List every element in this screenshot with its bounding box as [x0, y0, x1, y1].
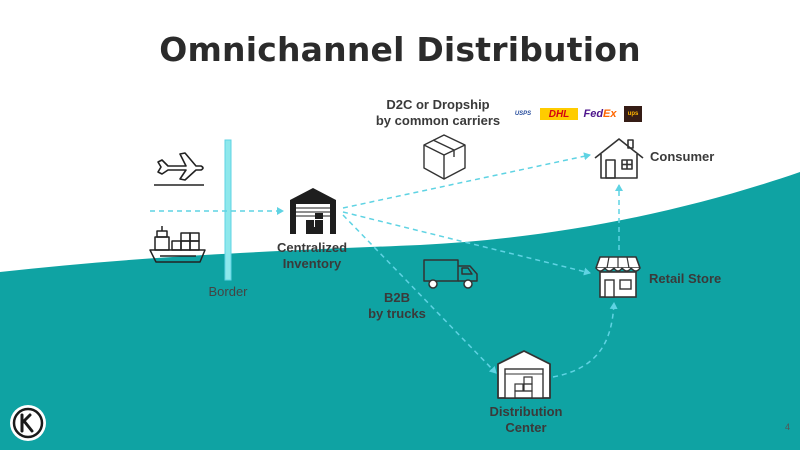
teal-wave-background	[0, 172, 800, 450]
box-icon	[423, 134, 466, 180]
slide-title: Omnichannel Distribution	[159, 30, 641, 69]
logo-icon	[10, 405, 46, 441]
fedex-fed-text: Fed	[583, 108, 604, 120]
store-icon	[595, 256, 641, 298]
truck-icon	[423, 259, 478, 289]
arrow-inventory-to-retail	[342, 211, 591, 276]
distribution-warehouse-icon	[497, 350, 551, 399]
ups-logo-icon: ups	[624, 106, 642, 122]
distribution-center-line1: Distribution	[489, 404, 563, 419]
retail-store-label: Retail Store	[649, 271, 722, 286]
d2c-line2: by common carriers	[375, 113, 501, 128]
arrow-distribution-to-retail	[552, 302, 618, 378]
b2b-label: B2B by trucks	[352, 290, 442, 322]
b2b-line1: B2B	[383, 290, 410, 305]
centralized-inventory-line2: Inventory	[282, 256, 342, 271]
distribution-center-label: Distribution Center	[476, 404, 576, 436]
ups-text: ups	[627, 111, 639, 117]
centralized-inventory-line1: Centralized	[276, 240, 348, 255]
airplane-icon	[154, 152, 204, 186]
distribution-center-line2: Center	[505, 420, 547, 435]
page-number: 4	[784, 422, 790, 432]
border-bar	[224, 139, 232, 281]
arrow-inventory-to-consumer	[342, 152, 591, 209]
dhl-logo-icon: DHL	[540, 108, 578, 120]
usps-logo-icon: USPS	[512, 104, 534, 124]
arrow-inventory-to-distribution	[342, 214, 497, 374]
border-label: Border	[208, 284, 248, 299]
dhl-text: DHL	[548, 108, 570, 120]
b2b-line2: by trucks	[368, 306, 426, 321]
d2c-line1: D2C or Dropship	[386, 97, 490, 112]
warehouse-icon	[290, 188, 336, 234]
usps-text: USPS	[514, 111, 532, 117]
cargo-ship-icon	[149, 226, 206, 263]
d2c-label: D2C or Dropship by common carriers	[368, 97, 508, 129]
centralized-inventory-label: Centralized Inventory	[262, 240, 362, 272]
consumer-label: Consumer	[650, 149, 715, 164]
fedex-ex-text: Ex	[603, 108, 617, 120]
house-icon	[594, 138, 644, 179]
